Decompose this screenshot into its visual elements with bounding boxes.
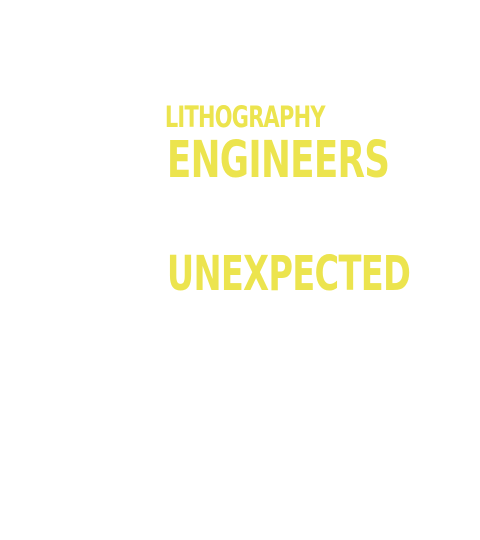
headline-engineers: ENGINEERS: [166, 131, 390, 190]
headline-lithography: LITHOGRAPHY: [164, 100, 326, 134]
tshirt-text-design: LITHOGRAPHY ENGINEERS UNEXPECTED: [136, 90, 411, 335]
headline-unexpected: UNEXPECTED: [166, 246, 411, 302]
